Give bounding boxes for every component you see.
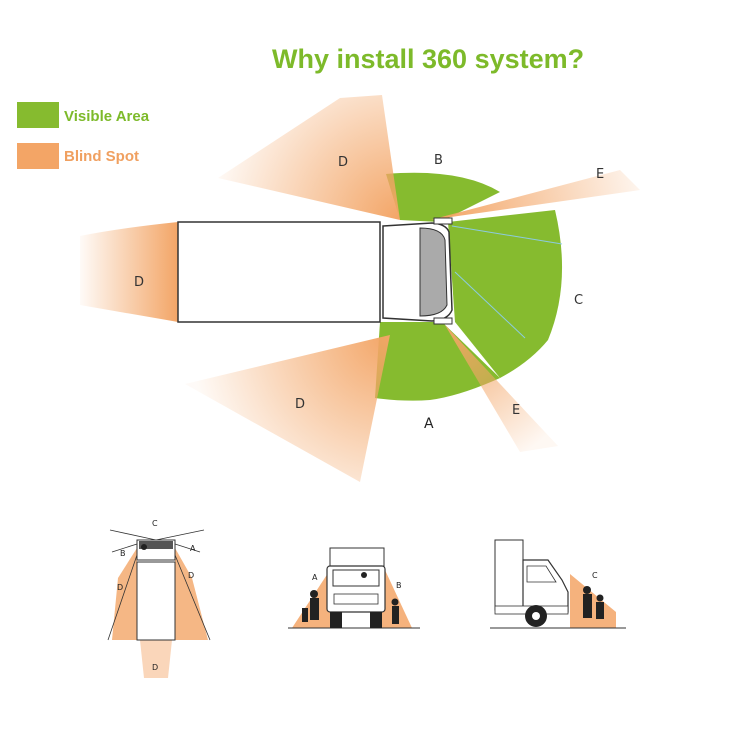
legend-swatch-blind [17, 143, 59, 169]
blind-zone-rear [80, 222, 178, 322]
visible-zone-a [375, 322, 500, 401]
camera-line-top [451, 225, 563, 245]
zone-label-d-rear: D [134, 275, 144, 290]
zone-label-e-top: E [596, 167, 604, 182]
small-front-label-b: B [396, 581, 402, 590]
camera-line-bottom [454, 271, 526, 339]
small-front-label-a: A [312, 573, 318, 582]
small-side-cargo [494, 539, 524, 611]
blind-zone-e-bottom [445, 325, 558, 452]
small-top-label-a: A [190, 544, 196, 553]
blind-zone-d-bottom [185, 335, 390, 482]
truck-windshield [419, 227, 448, 317]
zone-label-a: A [424, 416, 434, 432]
zone-label-d-bottom: D [295, 397, 305, 412]
small-top-label-d-right: D [188, 571, 194, 580]
small-top-label-d-left: D [117, 583, 123, 592]
truck-mirror-top [433, 217, 453, 225]
legend-label-visible: Visible Area [64, 108, 150, 125]
small-side-view: C [490, 539, 626, 629]
small-truck-body [136, 561, 176, 641]
legend-label-blind: Blind Spot [64, 148, 139, 165]
diagram-title: Why install 360 system? [272, 44, 585, 74]
small-top-label-c: C [152, 519, 158, 528]
small-front-cargo [329, 547, 385, 567]
small-top-label-d-rear: D [152, 663, 158, 672]
blind-zone-e-top [430, 170, 640, 220]
small-front-view: A B [288, 547, 420, 629]
zone-label-b: B [434, 153, 443, 168]
blind-zone-d-top [218, 95, 400, 220]
small-side-label-c: C [592, 571, 598, 580]
zone-label-c: C [574, 293, 583, 308]
visible-zone-c [448, 210, 563, 378]
zone-label-d-top: D [338, 155, 348, 170]
zone-label-e-bottom: E [512, 403, 520, 418]
legend-swatch-visible [17, 102, 59, 128]
small-top-label-b: B [120, 549, 126, 558]
small-top-view: C B A D D D [107, 519, 211, 678]
truck-mirror-bottom [433, 317, 453, 325]
truck-cargo-box [177, 221, 381, 323]
visible-zone-b [386, 172, 500, 222]
